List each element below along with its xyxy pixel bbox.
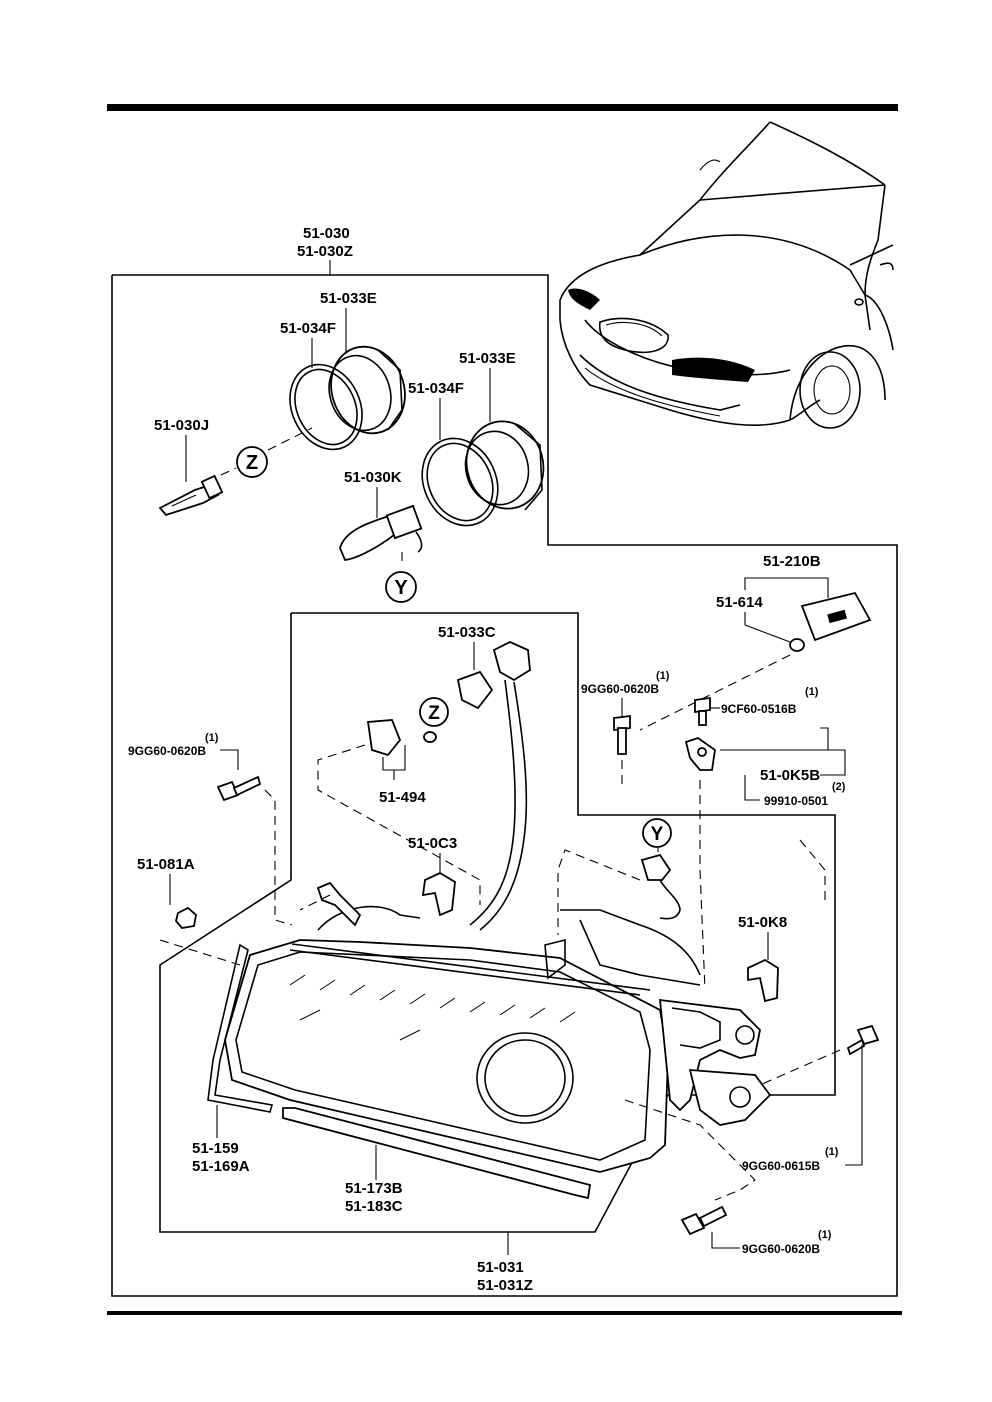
- label-51-030j: 51-030J: [154, 417, 209, 434]
- qty-bolt-left: (1): [205, 732, 219, 744]
- marker-z-upper: Z: [236, 446, 268, 478]
- label-51-034f-upper: 51-034F: [280, 320, 336, 337]
- screw-9cf60: [694, 696, 711, 726]
- socket-y: [640, 853, 681, 920]
- qty-bolt-top: (1): [656, 670, 670, 682]
- label-51-031: 51-031: [477, 1259, 524, 1276]
- label-51-0c3: 51-0C3: [408, 835, 457, 852]
- cover-51-0c3: [421, 871, 456, 917]
- moulding-51-173b: [282, 1107, 592, 1200]
- car-headlamp-right: [672, 357, 755, 382]
- label-51-169a: 51-169A: [192, 1158, 250, 1175]
- seal-upper: [328, 345, 406, 435]
- label-51-0k8: 51-0K8: [738, 914, 787, 931]
- ring-upper: [289, 363, 363, 451]
- label-9cf60-0516b: 9CF60-0516B: [721, 702, 797, 716]
- label-51-030: 51-030: [303, 225, 350, 242]
- label-51-494: 51-494: [379, 789, 426, 806]
- bolt-9gg60-0615b: [846, 1024, 880, 1056]
- housing-mount-bracket: [316, 881, 362, 927]
- label-9gg60-0615b: 9GG60-0615B: [742, 1159, 820, 1173]
- bulb-h1: [158, 474, 224, 517]
- car-headlamp-left: [568, 288, 600, 310]
- seal-lower: [464, 420, 545, 511]
- label-51-030k: 51-030K: [344, 469, 402, 486]
- headlamp-housing: [224, 905, 772, 1173]
- nut-51-081a: [175, 906, 197, 929]
- marker-y-upper: Y: [385, 571, 417, 603]
- marker-y-lower: Y: [642, 818, 672, 848]
- bulb-h4: [339, 504, 423, 561]
- clip-51-614: [789, 638, 805, 652]
- label-51-183c: 51-183C: [345, 1198, 403, 1215]
- qty-bolt-615: (1): [825, 1146, 839, 1158]
- label-51-033e-upper: 51-033E: [320, 290, 377, 307]
- label-9gg60-0620b-left: 9GG60-0620B: [128, 744, 206, 758]
- label-9gg60-0620b-bottom: 9GG60-0620B: [742, 1242, 820, 1256]
- assembly-boundary: [111, 274, 898, 1297]
- label-51-033e-lower: 51-033E: [459, 350, 516, 367]
- housing-boundary: [159, 612, 836, 1233]
- gasket-51-159: [207, 943, 274, 1113]
- svg-text:Z: Z: [428, 703, 440, 724]
- bolt-bottom: [680, 1205, 728, 1236]
- svg-text:Z: Z: [246, 452, 258, 474]
- qty-bolt-bottom: (1): [818, 1229, 832, 1241]
- label-51-159: 51-159: [192, 1140, 239, 1157]
- label-51-081a: 51-081A: [137, 856, 195, 873]
- label-51-210b: 51-210B: [763, 553, 821, 570]
- label-51-031z: 51-031Z: [477, 1277, 533, 1294]
- label-51-614: 51-614: [716, 594, 763, 611]
- clip-51-210b: [800, 591, 872, 642]
- bottom-rule: [107, 1311, 902, 1315]
- bulb-51-494: [366, 719, 437, 757]
- bolt-left: [216, 775, 262, 802]
- car-illustration: [559, 121, 894, 429]
- label-51-034f-lower: 51-034F: [408, 380, 464, 397]
- label-51-173b: 51-173B: [345, 1180, 403, 1197]
- label-51-0k5b: 51-0K5B: [760, 767, 820, 784]
- top-rule: [107, 104, 898, 111]
- svg-text:Y: Y: [651, 824, 664, 845]
- marker-z-lower: Z: [419, 697, 449, 727]
- label-51-030z: 51-030Z: [297, 243, 353, 260]
- cover-51-0k8: [747, 958, 779, 1003]
- adjuster-51-0k5b: [684, 737, 716, 771]
- svg-text:Y: Y: [394, 577, 408, 599]
- label-51-033c: 51-033C: [438, 624, 496, 641]
- ring-lower: [421, 437, 499, 527]
- qty-screw-999: (2): [832, 781, 846, 793]
- bolt-top: [613, 714, 631, 755]
- socket-51-033c: [456, 641, 531, 931]
- label-9gg60-0620b-top: 9GG60-0620B: [581, 682, 659, 696]
- label-99910-0501: 99910-0501: [764, 794, 828, 808]
- qty-screw-9cf: (1): [805, 686, 819, 698]
